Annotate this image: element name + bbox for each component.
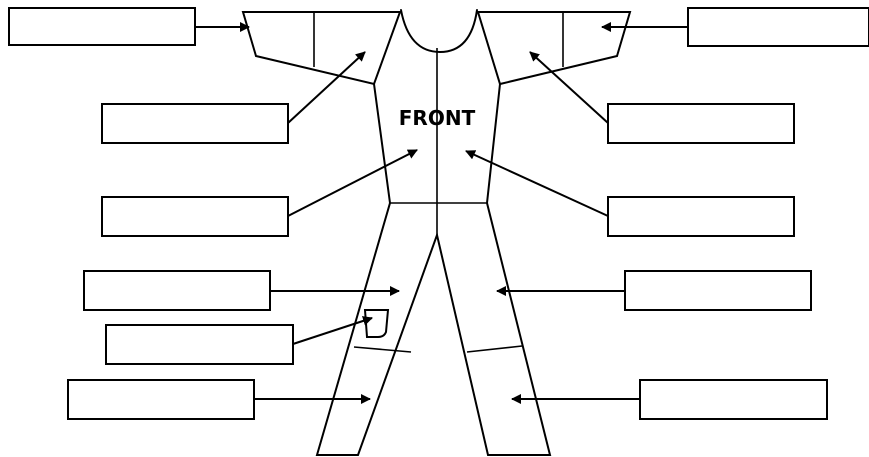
left-knee-seam bbox=[354, 347, 411, 352]
label-box-left-sleeve-upper[interactable] bbox=[608, 104, 794, 143]
arrow-pocket bbox=[293, 318, 372, 344]
right-knee-seam bbox=[467, 346, 522, 352]
label-box-left-sleeve-cuff[interactable] bbox=[688, 8, 869, 46]
label-box-right-thigh[interactable] bbox=[84, 271, 270, 310]
label-box-left-thigh[interactable] bbox=[625, 271, 811, 310]
neckline bbox=[401, 10, 477, 52]
coverall-outline bbox=[243, 10, 630, 455]
arrow-right-chest bbox=[288, 150, 417, 216]
label-box-left-lower-leg[interactable] bbox=[640, 380, 827, 419]
label-box-right-lower-leg[interactable] bbox=[68, 380, 254, 419]
label-box-right-sleeve-upper[interactable] bbox=[102, 104, 288, 143]
pocket-outline bbox=[365, 310, 388, 337]
label-boxes bbox=[9, 8, 869, 419]
arrow-right-sleeve-upper bbox=[288, 52, 365, 123]
label-box-pocket[interactable] bbox=[106, 325, 293, 364]
label-box-left-chest[interactable] bbox=[608, 197, 794, 236]
label-box-right-sleeve-cuff[interactable] bbox=[9, 8, 195, 45]
label-box-right-chest[interactable] bbox=[102, 197, 288, 236]
arrow-left-sleeve-upper bbox=[530, 52, 608, 123]
left-sleeve bbox=[243, 12, 400, 84]
front-view-label: FRONT bbox=[399, 106, 476, 130]
